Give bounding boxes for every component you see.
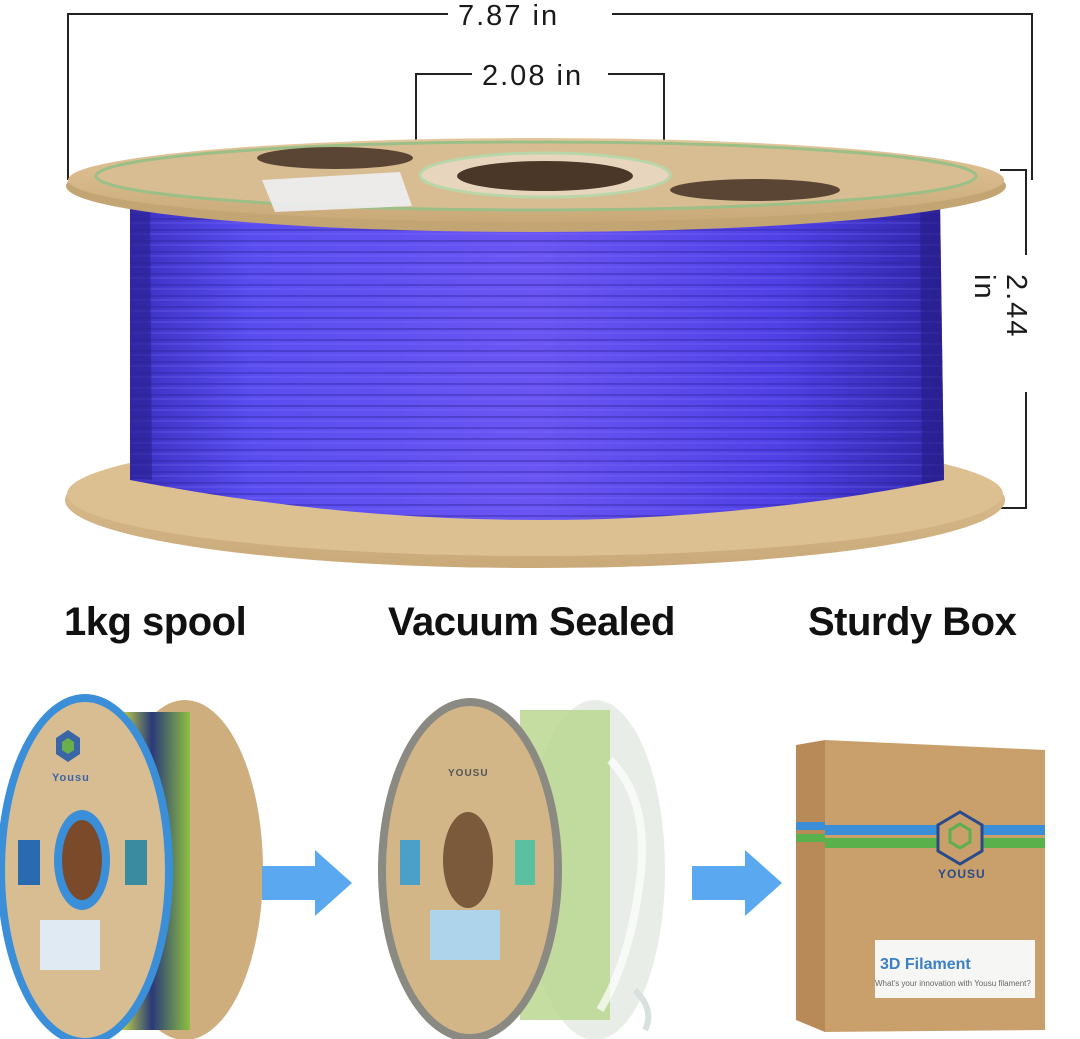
box-label-title: 3D Filament xyxy=(880,956,971,973)
feature-label-vacuum: Vacuum Sealed xyxy=(388,600,675,644)
bore-dimension-label: 2.08 in xyxy=(472,60,594,92)
packaging-steps xyxy=(0,694,1045,1039)
bore-dimension-lines xyxy=(415,73,665,140)
feature-label-box: Sturdy Box xyxy=(808,600,1017,644)
feature-label-spool: 1kg spool xyxy=(64,600,247,644)
brand-label-box: YOUSU xyxy=(938,867,986,881)
main-spool-illustration xyxy=(65,13,1033,568)
height-dimension-lines xyxy=(1000,169,1027,509)
filament-box xyxy=(796,740,1045,1032)
box-label-subtitle: What's your innovation with Yousu filame… xyxy=(875,979,1031,988)
spool-side-view xyxy=(0,694,263,1039)
brand-label-vacuum-spool: YOUSU xyxy=(448,768,489,779)
width-dimension-lines xyxy=(67,13,1033,180)
arrow-right-icon-2 xyxy=(692,850,782,916)
brand-label-spool: Yousu xyxy=(52,772,90,784)
vacuum-sealed-spool xyxy=(378,698,665,1039)
arrow-right-icon xyxy=(262,850,352,916)
height-dimension-label: 2.44 in xyxy=(968,268,1032,348)
width-dimension-label: 7.87 in xyxy=(448,0,570,32)
